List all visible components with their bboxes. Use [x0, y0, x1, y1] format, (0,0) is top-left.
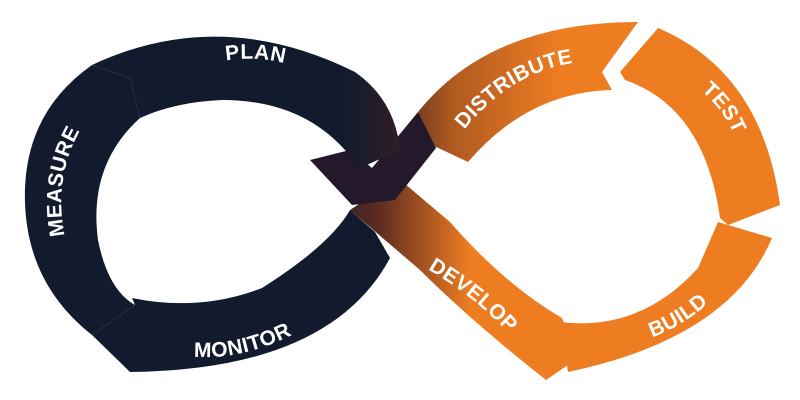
measure-segment	[24, 65, 140, 335]
distribute-segment	[418, 22, 638, 162]
plan-distribute-connector	[310, 112, 436, 205]
plan-segment	[92, 36, 400, 169]
build-segment	[560, 222, 772, 372]
plan-label: PLAN	[224, 41, 288, 68]
test-segment	[620, 28, 780, 225]
monitor-segment	[92, 210, 390, 372]
develop-segment	[350, 178, 578, 380]
